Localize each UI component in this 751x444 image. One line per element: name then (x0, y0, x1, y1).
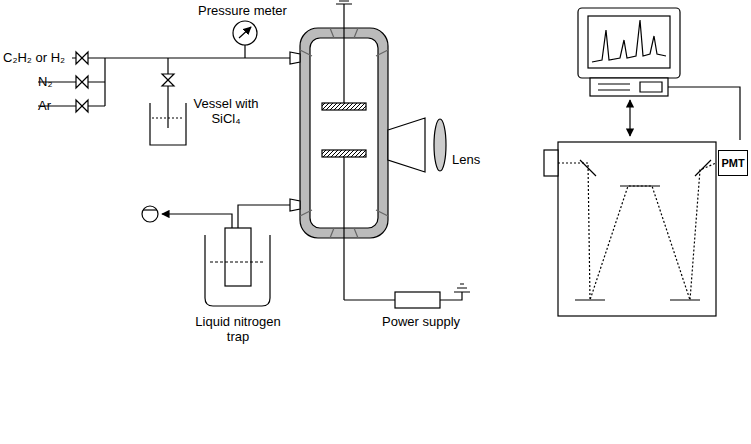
gas-label: C₂H₂ or H₂ (3, 50, 65, 65)
part-label: Power supply (382, 314, 460, 329)
gas-label: Ar (38, 98, 51, 113)
gas-label: N₂ (38, 74, 52, 89)
detector-box: PMT (718, 150, 748, 176)
part-label: Pressure meter (198, 3, 287, 18)
part-label: Lens (452, 152, 480, 167)
part-label: Liquid nitrogen trap (186, 314, 290, 344)
detector-label: PMT (721, 157, 744, 169)
part-label: Vessel with SiCl₄ (190, 96, 262, 126)
